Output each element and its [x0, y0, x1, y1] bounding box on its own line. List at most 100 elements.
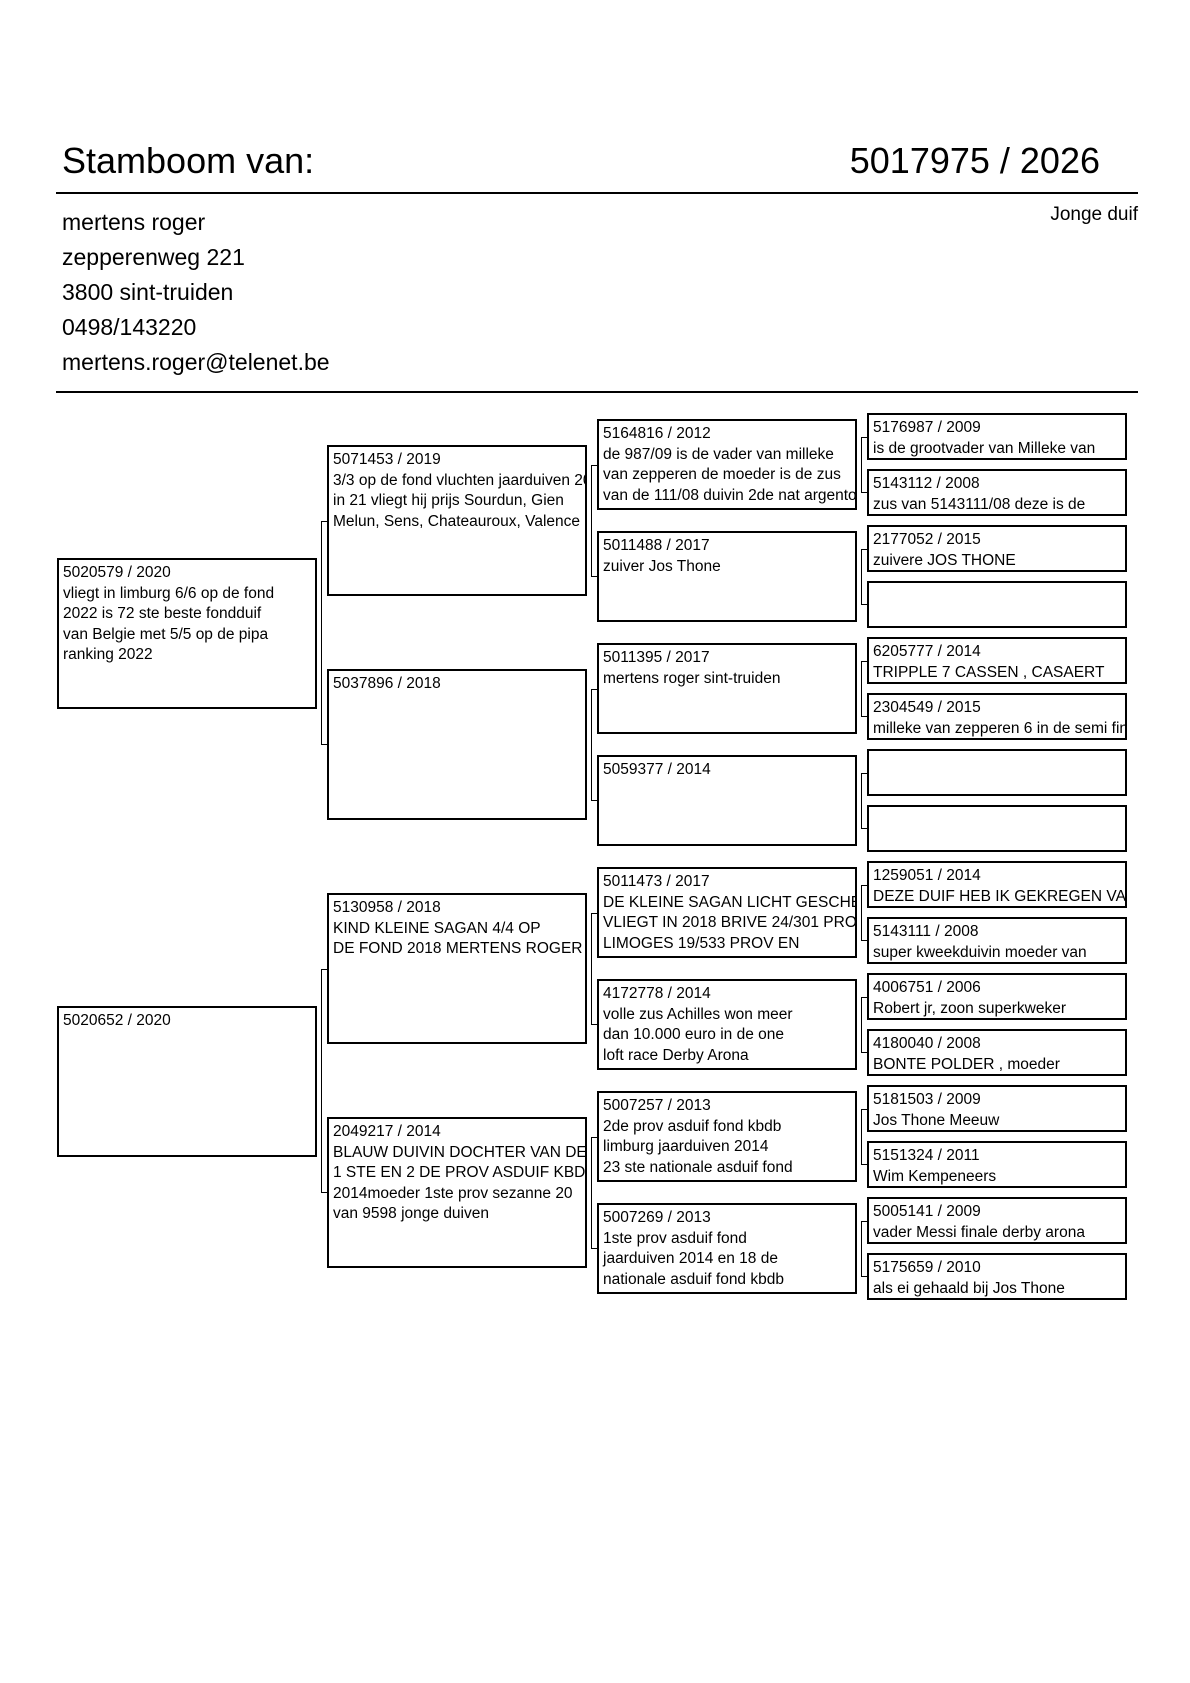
pedigree-box-sdd: 5059377 / 2014: [597, 755, 857, 846]
pedigree-connector: [861, 436, 867, 493]
ring-number: 5059377 / 2014: [603, 761, 711, 778]
pedigree-box-sss: 5164816 / 2012 de 987/09 is de vader van…: [597, 419, 857, 510]
pigeon-note: DE KLEINE SAGAN LICHT GESCHELPT: [603, 893, 855, 911]
pedigree-connector: [861, 996, 867, 1053]
pigeon-note: nationale asduif fond kbdb: [603, 1270, 784, 1288]
pigeon-note: vader Messi finale derby arona: [873, 1223, 1085, 1241]
pigeon-note: is de grootvader van Milleke van: [873, 439, 1096, 457]
ring-number: 5020652 / 2020: [63, 1012, 171, 1029]
pedigree-connector: [591, 1136, 597, 1249]
pigeon-note: 1 STE EN 2 DE PROV ASDUIF KBDB: [333, 1164, 587, 1181]
ring-number: 5011473 / 2017: [603, 873, 710, 890]
pedigree-box-dss: 5011473 / 2017 DE KLEINE SAGAN LICHT GESC…: [597, 867, 857, 958]
owner-divider: [56, 391, 1138, 393]
page-title: Stamboom van:: [62, 140, 315, 181]
pedigree-connector: [861, 884, 867, 941]
pedigree-connector: [591, 912, 597, 1025]
ring-number: 5164816 / 2012: [603, 425, 711, 442]
ring-number: 5037896 / 2018: [333, 675, 441, 692]
pigeon-note: zus van 5143111/08 deze is de: [873, 495, 1086, 513]
pedigree-connector: [321, 968, 327, 1193]
pedigree-connector: [591, 464, 597, 577]
ring-number: 5011395 / 2017: [603, 649, 710, 666]
pigeon-note: super kweekduivin moeder van: [873, 943, 1087, 961]
ring-number: 4180040 / 2008: [873, 1035, 981, 1052]
pigeon-note: in 21 vliegt hij prijs Sourdun, Gien: [333, 492, 564, 509]
ring-number: 5181503 / 2009: [873, 1091, 981, 1108]
pigeon-note: 1ste prov asduif fond: [603, 1229, 747, 1247]
pigeon-note: DE FOND 2018 MERTENS ROGER: [333, 940, 583, 957]
pedigree-box-ssd: 5011488 / 2017 zuiver Jos Thone: [597, 531, 857, 622]
pigeon-ring-number: 5017975 / 2026: [849, 140, 1100, 181]
pigeon-note: KIND KLEINE SAGAN 4/4 OP: [333, 919, 541, 937]
ring-number: 5005141 / 2009: [873, 1203, 981, 1220]
owner-email: mertens.roger@telenet.be: [62, 349, 330, 375]
ring-number: 6205777 / 2014: [873, 643, 981, 660]
pigeon-note: van zepperen de moeder is de zus: [603, 466, 841, 483]
pigeon-note: van de 111/08 duivin 2de nat argenton: [603, 486, 857, 504]
owner-street: zepperenweg 221: [62, 244, 245, 270]
ring-number: 5011488 / 2017: [603, 537, 710, 554]
pigeon-note: BONTE POLDER , moeder: [873, 1055, 1060, 1073]
pigeon-note: als ei gehaald bij Jos Thone: [873, 1279, 1065, 1297]
pigeon-note: van Belgie met 5/5 op de pipa: [63, 625, 269, 643]
pigeon-note: ranking 2022: [63, 646, 153, 663]
pigeon-note: loft race Derby Arona: [603, 1046, 749, 1064]
pedigree-box-sdds: [867, 749, 1127, 796]
pedigree-connector: [861, 548, 867, 605]
pigeon-note: Robert jr, zoon superkweker: [873, 999, 1066, 1017]
pigeon-note: dan 10.000 euro in de one: [603, 1026, 784, 1043]
pigeon-note: Melun, Sens, Chateauroux, Valence: [333, 512, 581, 530]
pigeon-note: 2de prov asduif fond kbdb: [603, 1117, 782, 1135]
ring-number: 1259051 / 2014: [873, 867, 981, 884]
pigeon-note: vliegt in limburg 6/6 op de fond: [63, 584, 275, 602]
ring-number: 5007269 / 2013: [603, 1209, 711, 1226]
pedigree-box-sdsd: 2304549 / 2015 milleke van zepperen 6 in …: [867, 693, 1127, 740]
pedigree-connector: [591, 688, 597, 801]
pedigree-box-sssd: 5143112 / 2008 zus van 5143111/08 deze is…: [867, 469, 1127, 516]
pigeon-note: limburg jaarduiven 2014: [603, 1138, 769, 1155]
pigeon-note: milleke van zepperen 6 in de semi finale: [873, 719, 1127, 737]
pedigree-box-sire: 5020579 / 2020 vliegt in limburg 6/6 op d…: [57, 558, 317, 709]
pigeon-note: mertens roger sint-truiden: [603, 669, 781, 687]
pedigree-box-sd: 5037896 / 2018: [327, 669, 587, 820]
pigeon-note: zuivere JOS THONE: [873, 551, 1016, 569]
pigeon-type: Jonge duif: [1050, 204, 1138, 225]
ring-number: 5143112 / 2008: [873, 475, 980, 492]
pigeon-note: 3/3 op de fond vluchten jaarduiven 20: [333, 471, 587, 489]
pedigree-box-sds: 5011395 / 2017 mertens roger sint-truiden: [597, 643, 857, 734]
pedigree-connector: [861, 1108, 867, 1165]
ring-number: 5007257 / 2013: [603, 1097, 711, 1114]
pedigree-box-dam: 5020652 / 2020: [57, 1006, 317, 1157]
pedigree-connector: [321, 520, 327, 745]
pigeon-note: zuiver Jos Thone: [603, 557, 721, 575]
pedigree-box-ssds: 2177052 / 2015 zuivere JOS THONE: [867, 525, 1127, 572]
pigeon-note: van 9598 jonge duiven: [333, 1205, 489, 1222]
pedigree-box-ssss: 5176987 / 2009 is de grootvader van Mille…: [867, 413, 1127, 460]
pedigree-connector: [861, 660, 867, 717]
ring-number: 2177052 / 2015: [873, 531, 981, 548]
pigeon-note: volle zus Achilles won meer: [603, 1005, 793, 1023]
pedigree-box-ss: 5071453 / 2019 3/3 op de fond vluchten ja…: [327, 445, 587, 596]
ring-number: 5071453 / 2019: [333, 451, 441, 468]
pigeon-note: de 987/09 is de vader van milleke: [603, 445, 834, 463]
pigeon-note: DEZE DUIF HEB IK GEKREGEN VAN: [873, 887, 1127, 905]
owner-phone: 0498/143220: [62, 314, 197, 340]
owner-name: mertens roger: [62, 209, 206, 235]
ring-number: 5130958 / 2018: [333, 899, 441, 916]
ring-number: 5176987 / 2009: [873, 419, 981, 436]
ring-number: 2304549 / 2015: [873, 699, 981, 716]
header-divider: [56, 192, 1138, 194]
ring-number: 5020579 / 2020: [63, 564, 171, 581]
